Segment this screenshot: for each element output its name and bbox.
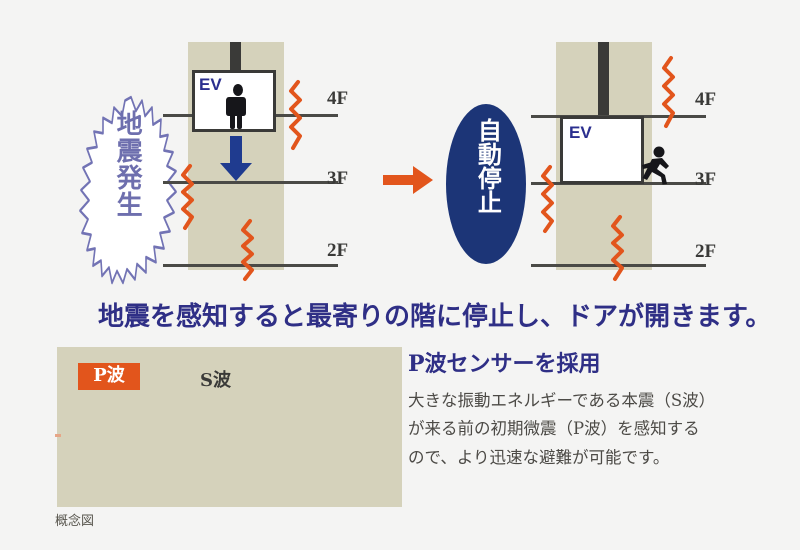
seismic-wave-icon [541,165,554,233]
seismic-wave-icon [662,56,675,128]
elevator-car-label: EV [199,75,222,94]
floor-label-4f: 4F [327,88,349,109]
sensor-heading: P波センサーを採用 [408,351,601,377]
sensor-body: 大きな振動エネルギーである本震（S波） が来る前の初期微震（P波）を感知する の… [408,387,758,472]
s-wave-label: S波 [200,370,231,391]
elevator-car-label: EV [569,123,592,142]
down-arrow-icon [220,136,252,181]
earthquake-burst-icon [79,95,177,285]
floor-label-2f: 2F [327,240,349,261]
sensor-body-line: ので、より迅速な避難が可能です。 [408,447,670,467]
right-diagram: 自動停止 4F 3F 2F EV [430,0,800,290]
floor-label-3f: 3F [327,168,349,189]
seismic-wave-icon [289,80,302,150]
floor-label-2f: 2F [695,241,717,262]
hoist-rope [230,42,241,88]
auto-stop-badge [446,104,526,264]
panel-caption: 概念図 [55,514,95,529]
sensor-body-line: 大きな振動エネルギーである本震（S波） [408,391,716,410]
floor-line-2f [163,264,338,267]
right-arrow-icon [383,166,433,194]
elevator-car [560,116,644,184]
seismic-wave-icon [611,215,624,281]
standing-person-icon [226,84,246,129]
running-person-icon [642,146,669,185]
wave-trace-marker [55,434,61,437]
auto-stop-label: 自動停止 [473,118,503,214]
floor-label-4f: 4F [695,89,717,110]
sensor-body-line: が来る前の初期微震（P波）を感知する [408,419,700,439]
main-caption: 地震を感知すると最寄りの階に停止し、ドアが開きます。 [98,302,772,332]
floor-line-3f [163,181,338,184]
p-wave-badge: P波 [78,363,140,390]
earthquake-burst-label: 地震発生 [112,110,143,218]
left-diagram: 地震発生 4F 3F 2F EV [0,0,440,290]
hoist-rope [598,42,609,118]
floor-label-3f: 3F [695,169,717,190]
seismic-wave-icon [181,164,194,230]
seismic-wave-icon [241,219,254,281]
